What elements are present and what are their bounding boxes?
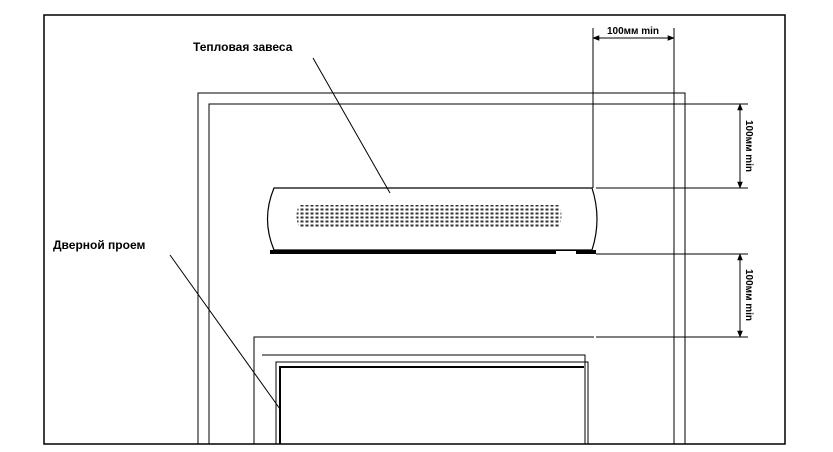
doorway xyxy=(253,336,594,445)
curtain-label: Тепловая завеса xyxy=(193,40,293,54)
heat-curtain xyxy=(266,187,598,254)
curtain-leader-line xyxy=(312,57,391,194)
door-leaf xyxy=(275,361,589,445)
dim-horizontal-label: 100мм min xyxy=(607,26,659,37)
curtain-badge xyxy=(556,251,576,254)
curtain-outlet xyxy=(270,250,596,254)
dimension-lines xyxy=(592,28,748,338)
wall-frame xyxy=(197,92,686,444)
dim-vertical-top-label: 100мм min xyxy=(743,120,754,172)
curtain-grille xyxy=(296,205,562,227)
doorway-label: Дверной проем xyxy=(53,238,145,252)
dim-vertical-bottom-label: 100мм min xyxy=(743,269,754,321)
doorway-leader-line xyxy=(169,254,281,410)
